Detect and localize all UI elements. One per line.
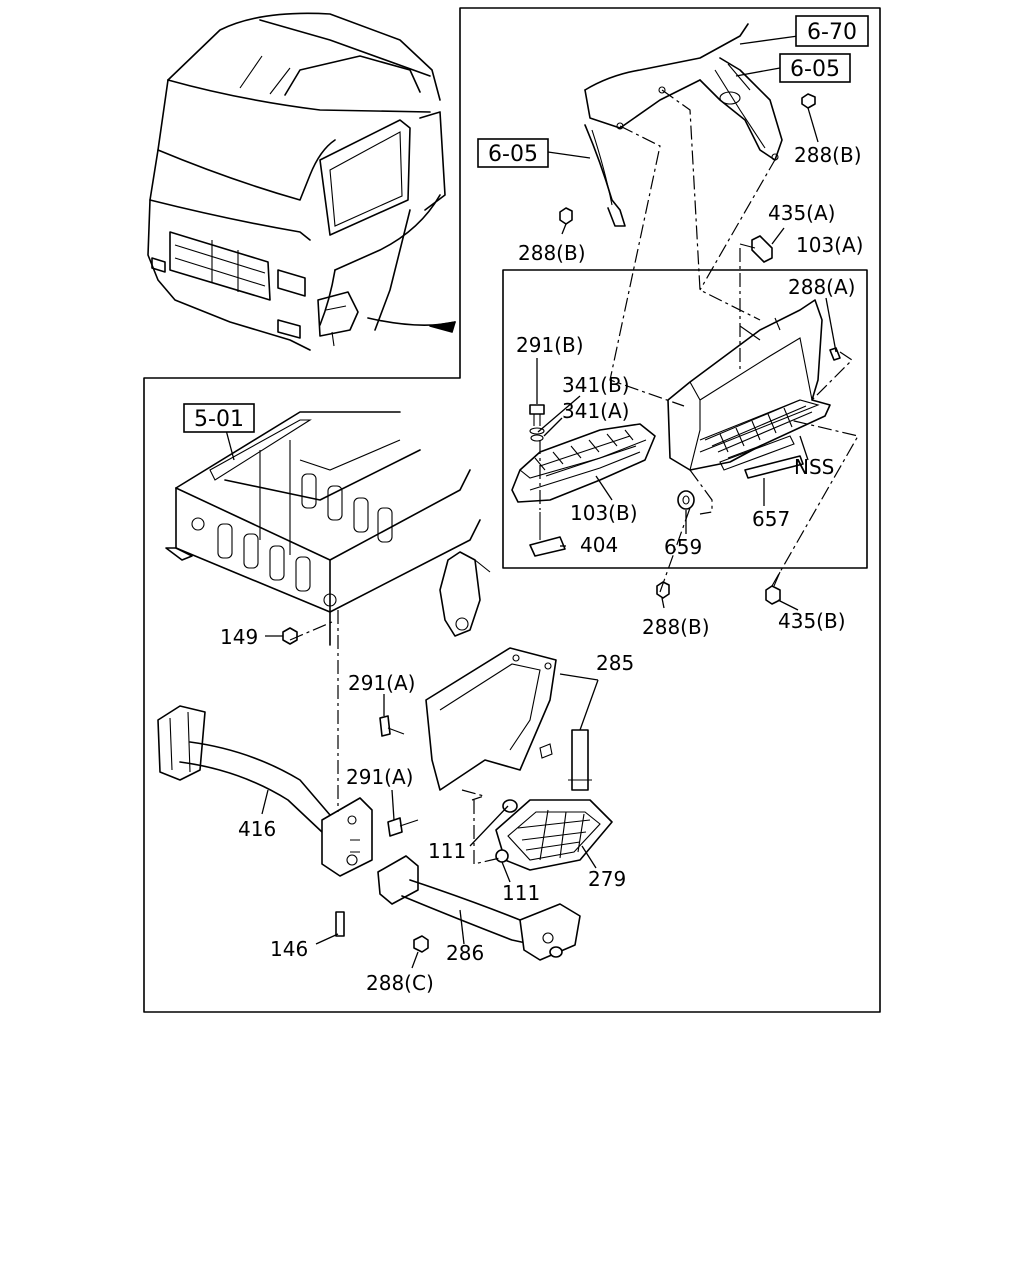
label-291a-bottom: 291(A) <box>346 765 413 789</box>
truck-cab-illustration <box>147 12 456 351</box>
svg-text:6-05: 6-05 <box>790 57 840 82</box>
fasteners-bottom <box>282 627 553 953</box>
label-435a: 435(A) <box>768 201 835 225</box>
label-111-left: 111 <box>428 839 466 863</box>
plate-657 <box>744 455 804 479</box>
label-149: 149 <box>220 625 258 649</box>
label-279: 279 <box>588 867 626 891</box>
label-leader-lines <box>225 35 837 969</box>
cab-mount-bracket <box>584 23 783 227</box>
label-103a: 103(A) <box>796 233 863 257</box>
label-435b: 435(B) <box>778 609 846 633</box>
label-341a: 341(A) <box>562 399 629 423</box>
label-291b: 291(B) <box>516 333 584 357</box>
svg-text:6-70: 6-70 <box>807 20 857 45</box>
label-288c: 288(C) <box>366 971 434 995</box>
label-288b-mid: 288(B) <box>642 615 710 639</box>
nss-step-assembly <box>667 299 831 471</box>
svg-text:5-01: 5-01 <box>194 407 244 432</box>
label-286: 286 <box>446 941 484 965</box>
nss-step-tread-grid <box>704 399 813 453</box>
label-416: 416 <box>238 817 276 841</box>
label-657: 657 <box>752 507 790 531</box>
assembly-dashed-lines <box>289 89 859 865</box>
label-288b-left: 288(B) <box>518 241 586 265</box>
support-arm-416 <box>157 705 373 877</box>
fasteners-top <box>529 93 841 605</box>
label-nss: NSS <box>794 455 834 479</box>
bracket-404 <box>529 512 566 557</box>
label-291a-top: 291(A) <box>348 671 415 695</box>
reference-box-6-05-left: 6-05 <box>477 138 549 168</box>
label-288b-top: 288(B) <box>794 143 862 167</box>
label-285: 285 <box>596 651 634 675</box>
step-bracket-285 <box>425 647 592 791</box>
label-288a: 288(A) <box>788 275 855 299</box>
grommet-659 <box>677 490 695 510</box>
chassis-frame-rail <box>165 411 491 646</box>
step-plate-279 <box>495 799 613 871</box>
label-341b: 341(B) <box>562 373 630 397</box>
label-111-bottom: 111 <box>502 881 540 905</box>
label-404: 404 <box>580 533 618 557</box>
frame-rail-holes <box>191 473 393 607</box>
part-labels: 288(B) 288(B) 435(A) 103(A) 288(A) 291(B… <box>220 143 863 995</box>
label-659: 659 <box>664 535 702 559</box>
reference-box-5-01: 5-01 <box>183 403 255 433</box>
step-103b <box>511 423 656 503</box>
label-146: 146 <box>270 937 308 961</box>
reference-box-6-05-top: 6-05 <box>779 53 851 83</box>
label-103b: 103(B) <box>570 501 638 525</box>
support-arm-286 <box>377 855 581 961</box>
svg-text:6-05: 6-05 <box>488 142 538 167</box>
diagram-frame <box>143 7 881 1013</box>
reference-box-6-70: 6-70 <box>795 15 869 47</box>
